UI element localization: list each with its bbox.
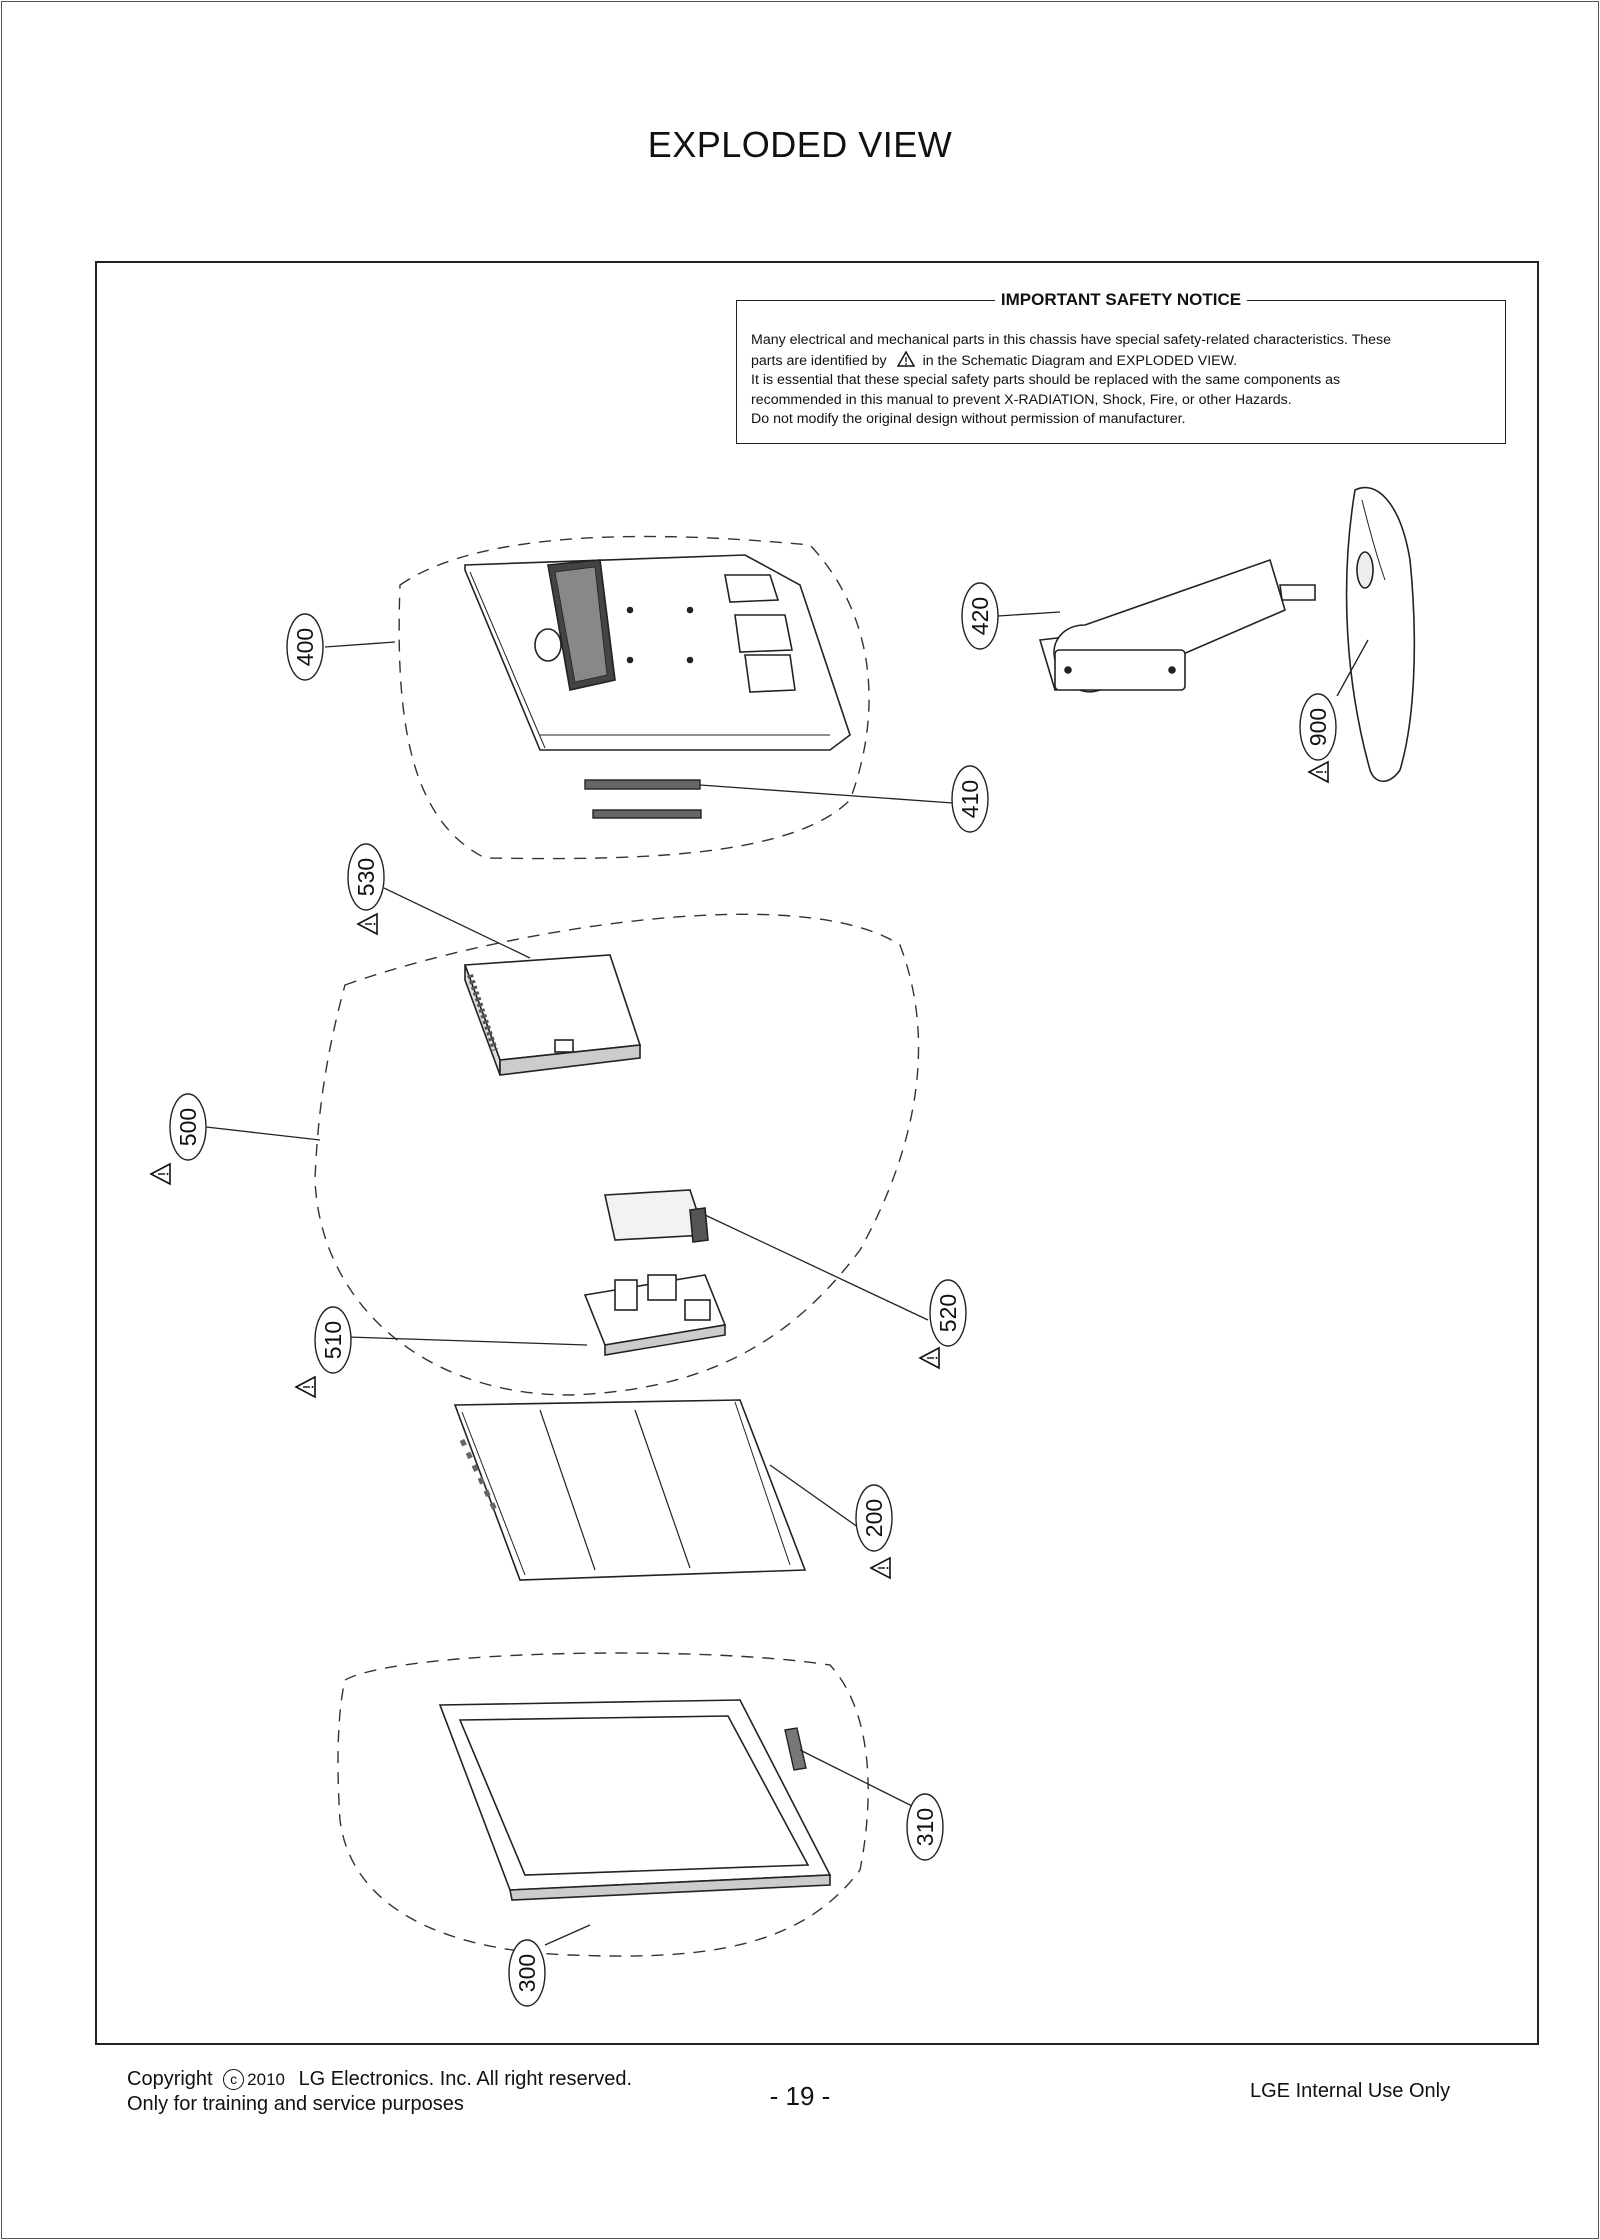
footer-internal-use: LGE Internal Use Only <box>1250 2080 1451 2102</box>
part-main-board <box>583 1274 727 1356</box>
part-key-board <box>784 1727 807 1771</box>
callout-410: 410 <box>951 765 989 833</box>
svg-text:500: 500 <box>175 1108 201 1146</box>
warning-triangle-icon <box>919 1347 940 1369</box>
svg-text:420: 420 <box>967 597 993 635</box>
svg-text:300: 300 <box>514 1954 540 1992</box>
notice-line-1: Many electrical and mechanical parts in … <box>751 332 1392 348</box>
callout-300: 300 <box>508 1939 546 2007</box>
warning-triangle-icon <box>150 1163 171 1185</box>
group-outline-front-cabinet <box>337 1652 869 1957</box>
callout-310: 310 <box>906 1793 944 1861</box>
safety-notice-heading: IMPORTANT SAFETY NOTICE <box>737 290 1505 310</box>
callout-900: 900 <box>1299 693 1337 761</box>
svg-text:410: 410 <box>957 780 983 818</box>
part-rear-cover <box>464 554 851 751</box>
part-stand-neck <box>1038 558 1316 693</box>
warning-triangle-icon <box>896 350 915 367</box>
diagram-frame <box>95 261 1539 2045</box>
leader-lines <box>205 611 1369 1946</box>
callout-200: 200 <box>855 1484 893 1552</box>
notice-line-3: It is essential that these special safet… <box>751 372 1341 388</box>
callout-530: 530 <box>347 843 385 911</box>
footer-purpose-line: Only for training and service purposes <box>127 2093 464 2115</box>
part-lcd-panel <box>453 1399 807 1581</box>
callout-420: 420 <box>961 582 999 650</box>
svg-text:310: 310 <box>912 1808 938 1846</box>
warning-triangle-icon <box>870 1557 891 1579</box>
notice-line-4: recommended in this manual to prevent X-… <box>751 391 1292 408</box>
notice-line-5: Do not modify the original design withou… <box>751 411 1186 427</box>
part-sub-board <box>604 1189 709 1243</box>
group-outline-rear-cover <box>398 535 870 860</box>
svg-text:200: 200 <box>861 1499 887 1537</box>
part-front-bezel <box>438 1699 832 1901</box>
part-shield-box <box>463 954 642 1076</box>
callout-400: 400 <box>286 613 324 681</box>
callout-510: 510 <box>314 1306 352 1374</box>
safety-notice-box: IMPORTANT SAFETY NOTICE Many electrical … <box>736 290 1506 444</box>
callout-500: 500 <box>169 1093 207 1161</box>
warning-triangle-icon <box>295 1376 316 1398</box>
warning-triangle-icon <box>357 913 378 935</box>
notice-line-2: parts are identified by in the Schematic… <box>751 350 1238 369</box>
svg-text:900: 900 <box>1305 708 1331 746</box>
part-stand-base <box>1345 486 1416 783</box>
svg-text:400: 400 <box>292 628 318 666</box>
svg-text:510: 510 <box>320 1321 346 1359</box>
page-title: EXPLODED VIEW <box>647 124 953 165</box>
copyright-icon: c <box>223 2069 245 2090</box>
callout-520: 520 <box>929 1279 967 1347</box>
group-outline-boards <box>314 913 920 1396</box>
warning-triangle-icon <box>1308 761 1329 783</box>
safety-notice-body: Many electrical and mechanical parts in … <box>751 331 1491 430</box>
svg-text:520: 520 <box>935 1294 961 1332</box>
svg-text:530: 530 <box>353 858 379 896</box>
page-number: - 19 - <box>769 2081 831 2111</box>
part-control-boards <box>584 779 702 819</box>
